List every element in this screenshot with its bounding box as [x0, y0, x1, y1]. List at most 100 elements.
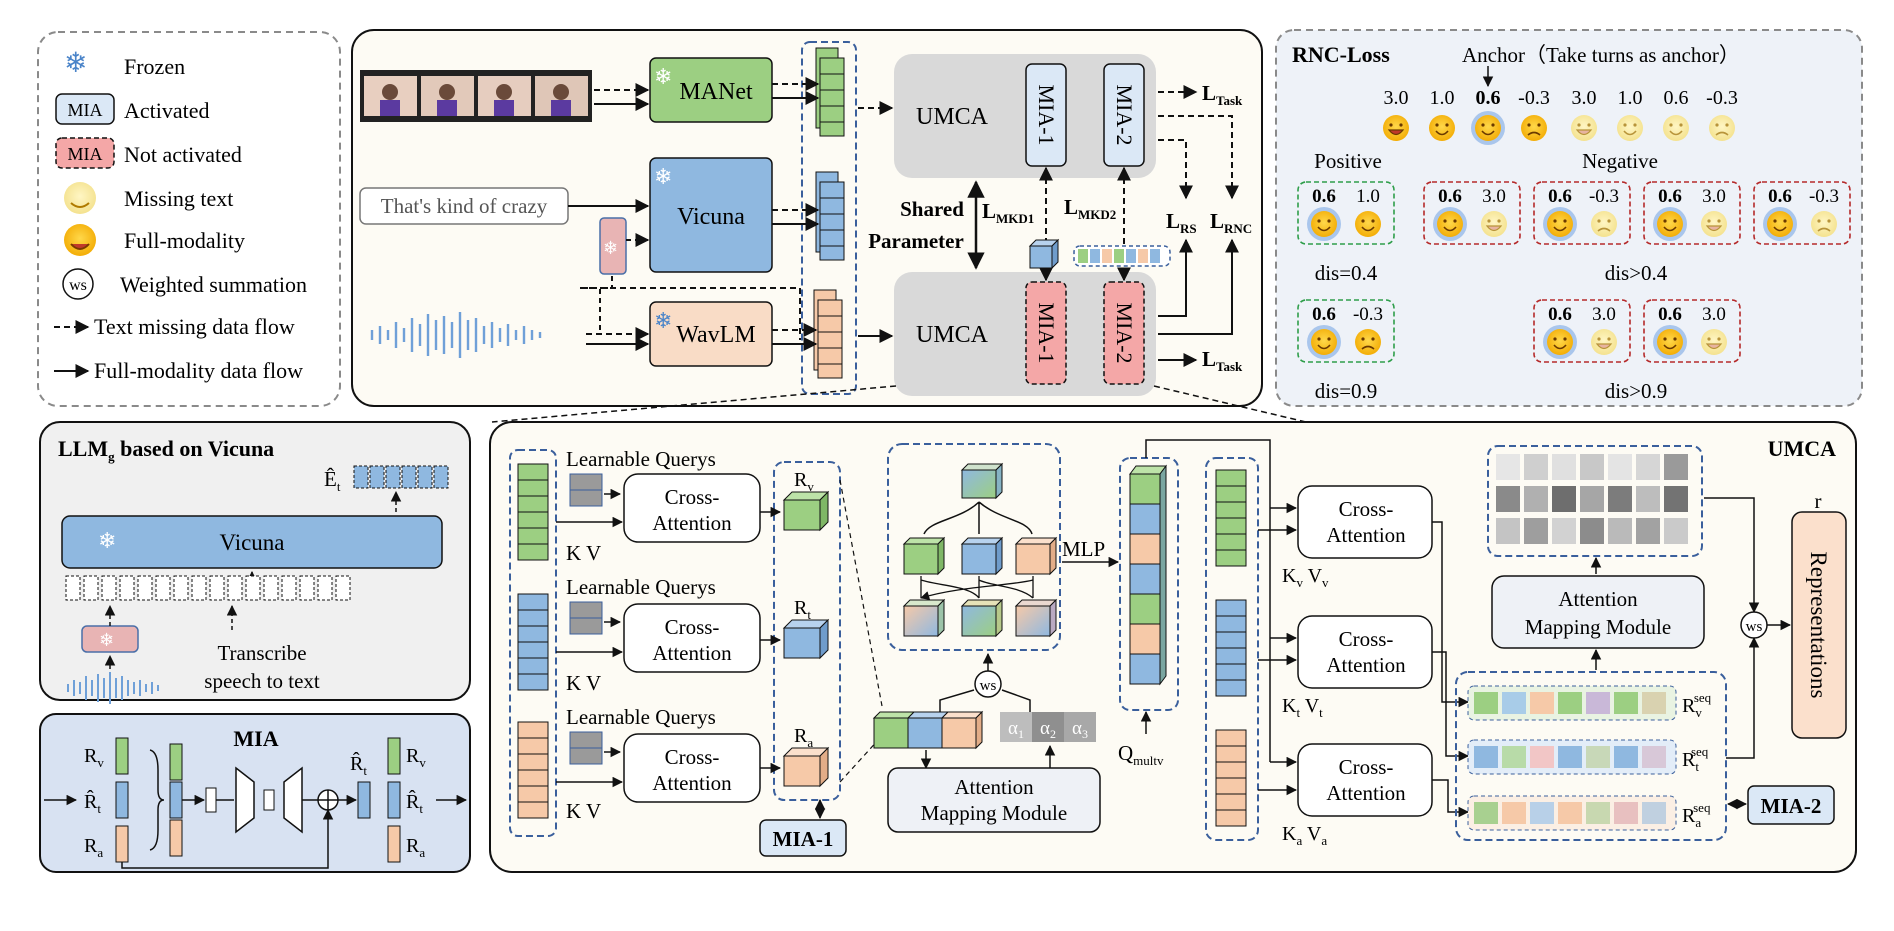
rnc-positive-pair	[1297, 299, 1395, 363]
r-v-seq-label: Rvseq	[1682, 690, 1712, 720]
rnc-emoji-icon	[1429, 115, 1455, 141]
rnc-negative-pair	[1533, 181, 1631, 245]
attention-map-cell	[1664, 518, 1688, 544]
rnc-negative-label: Negative	[1582, 149, 1658, 173]
cross-attention-kv-a-label-2: Attention	[1326, 781, 1406, 805]
cross-attention-a-label-1: Cross-	[665, 745, 720, 769]
kv-a-label: Ka Va	[1282, 823, 1327, 848]
legend-full-modality-flow-label: Full-modality data flow	[94, 358, 303, 383]
cross-attention-kv-v-label-1: Cross-	[1339, 497, 1394, 521]
legend-not-activated-swatch	[55, 137, 115, 169]
rnc-top-value: -0.3	[1518, 87, 1550, 109]
rnc-top-value: -0.3	[1706, 87, 1738, 109]
r-a-seq-label: Raseq	[1682, 800, 1711, 830]
umca-text-input	[517, 593, 549, 691]
rnc-emoji-icon	[1307, 325, 1341, 359]
kv-audio-stack	[1215, 729, 1247, 827]
audio-waveform	[370, 312, 542, 358]
attention-map-cell	[1552, 518, 1576, 544]
amm-left-label-1: Attention	[954, 775, 1034, 799]
umca-detail-panel: UMCA Learnable Querys Cross- Attention K…	[489, 421, 1857, 873]
rnc-emoji-icon	[1811, 211, 1837, 237]
mia1-activated-block	[1025, 63, 1067, 167]
llm-e-hat-label: Êt	[324, 467, 341, 494]
representations-label: Representations	[1806, 552, 1831, 699]
rnc-emoji-icon	[1355, 211, 1381, 237]
loss-rs-label: LRS	[1166, 209, 1197, 236]
rnc-emoji-icon	[1701, 329, 1727, 355]
cross-attention-kv-v-label-2: Attention	[1326, 523, 1406, 547]
mia-structure-panel: MIA Rv R̂t Ra R̂t Rv R̂t Ra	[39, 713, 471, 873]
attention-map-cell	[1608, 486, 1632, 512]
r-v-cube	[782, 490, 830, 532]
umca-video-input	[517, 463, 549, 561]
rnc-emoji-icon	[1763, 207, 1797, 241]
rnc-top-value: 1.0	[1618, 87, 1643, 109]
rnc-pair-anchor-value: 0.6	[1548, 186, 1572, 207]
learnable-queries-label-2: Learnable Querys	[566, 575, 716, 599]
mia-out-rt: R̂t	[406, 789, 423, 816]
rnc-negative-pair	[1423, 181, 1521, 245]
rnc-pair-anchor-value: 0.6	[1312, 186, 1336, 207]
llm-transcribe-label-1: Transcribe	[217, 641, 306, 665]
attention-map-cell	[1636, 518, 1660, 544]
rnc-emoji-icon	[1471, 111, 1505, 145]
cross-attention-kv-t-label-2: Attention	[1326, 653, 1406, 677]
legend-not-activated-label: Not activated	[124, 142, 242, 167]
r-a-cube	[782, 746, 830, 788]
snowflake-icon: ❄	[654, 308, 672, 333]
text-input-label: That's kind of crazy	[381, 194, 548, 218]
rnc-pair-other-value: 3.0	[1702, 186, 1726, 207]
mia2-top-label: MIA-2	[1112, 84, 1137, 145]
shared-parameter-label-1: Shared	[900, 197, 964, 221]
rnc-emoji-icon	[1701, 211, 1727, 237]
mia2-bottom-label: MIA-2	[1112, 302, 1137, 363]
mia-in-rv: Rv	[84, 745, 104, 770]
snowflake-icon: ❄	[98, 528, 116, 553]
rnc-emoji-icon	[1653, 325, 1687, 359]
loss-mkd2-label: LMKD2	[1064, 195, 1116, 222]
rnc-emoji-icon	[1653, 207, 1687, 241]
attention-map-cell	[1496, 518, 1520, 544]
cross-attention-kv-t-label-1: Cross-	[1339, 627, 1394, 651]
rnc-negative-pair	[1753, 181, 1851, 245]
attention-map-cell	[1664, 454, 1688, 480]
rnc-negative-pair	[1533, 299, 1631, 363]
rnc-positive-pair	[1297, 181, 1395, 245]
attention-map-cell	[1608, 518, 1632, 544]
llm-title: LLMg based on Vicuna	[58, 436, 274, 464]
rnc-emoji-icon	[1663, 115, 1689, 141]
mia1-bottom-label: MIA-1	[1034, 302, 1059, 363]
fusion-ws-icon	[974, 670, 1002, 698]
rnc-dis-gt09-label: dis>0.9	[1605, 379, 1668, 403]
fusion-bottom-cube-2	[960, 598, 1004, 638]
rnc-pair-anchor-value: 0.6	[1548, 304, 1572, 325]
llm-audio-waveform	[67, 672, 159, 704]
umca-top-label: UMCA	[916, 104, 989, 130]
llm-vicuna-panel: LLMg based on Vicuna Êt ❄ Vicuna ❄	[39, 421, 471, 704]
fusion-mid-orange-cube	[1014, 536, 1058, 576]
rnc-top-value: 0.6	[1476, 87, 1501, 109]
attention-map-cell	[1580, 454, 1604, 480]
rnc-top-value: 0.6	[1664, 87, 1689, 109]
cross-attention-t	[623, 603, 761, 673]
rnc-emoji-icon	[1591, 211, 1617, 237]
text-feature-stack	[815, 171, 845, 261]
representations-block	[1791, 511, 1847, 739]
fusion-bottom-cube-3	[1014, 598, 1058, 638]
alpha-weights: α1 α2 α3	[1000, 712, 1096, 742]
attention-map-cell	[1580, 486, 1604, 512]
kv-label-2: K V	[566, 671, 601, 695]
cross-attention-t-label-2: Attention	[652, 641, 732, 665]
llm-vicuna-block	[61, 515, 443, 569]
amm-right-label-2: Mapping Module	[1525, 615, 1671, 639]
rnc-emoji-icon	[1543, 325, 1577, 359]
rnc-pair-anchor-value: 0.6	[1658, 186, 1682, 207]
rnc-emoji-icon	[1571, 115, 1597, 141]
loss-mkd1-label: LMKD1	[982, 199, 1034, 226]
rnc-emoji-icon	[1481, 211, 1507, 237]
mkd2-sequence-icon	[1073, 245, 1171, 267]
snowflake-icon: ❄	[654, 164, 672, 189]
rnc-emoji-icon	[1383, 115, 1409, 141]
